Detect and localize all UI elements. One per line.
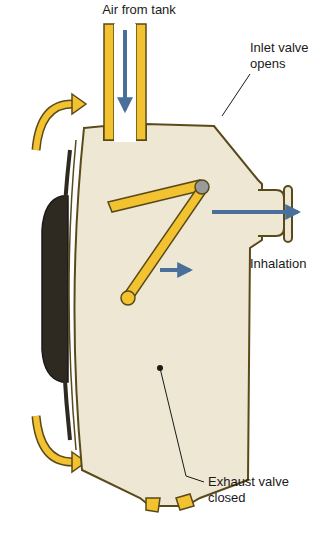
air-hose-bore [114,24,136,142]
air-flow-arrow [160,268,190,272]
movement-arrowhead [72,94,86,114]
label: Air from tank [84,2,194,18]
air-flow-arrow [123,30,127,110]
callout-label: Inlet valve opens [250,40,328,72]
callout-label: Exhaust valve closed [208,474,318,506]
leader-line [160,368,186,476]
leader-line [222,74,250,116]
air-hose-wall [104,24,114,140]
diaphragm-edge [69,140,76,450]
movement-arrow [36,104,72,150]
leader-line [186,476,204,482]
exhaust-valve-flap [176,494,194,510]
movement-arrow [36,104,72,150]
inhalation-arrow [212,210,298,214]
regulator-housing [74,124,262,506]
valve-lever [124,184,206,300]
exhaust-valve-flap [146,498,160,512]
callout-label: Inhalation [250,256,328,272]
lever-contact [121,291,135,305]
air-hose-wall [136,24,146,140]
lever-pivot [195,180,209,194]
